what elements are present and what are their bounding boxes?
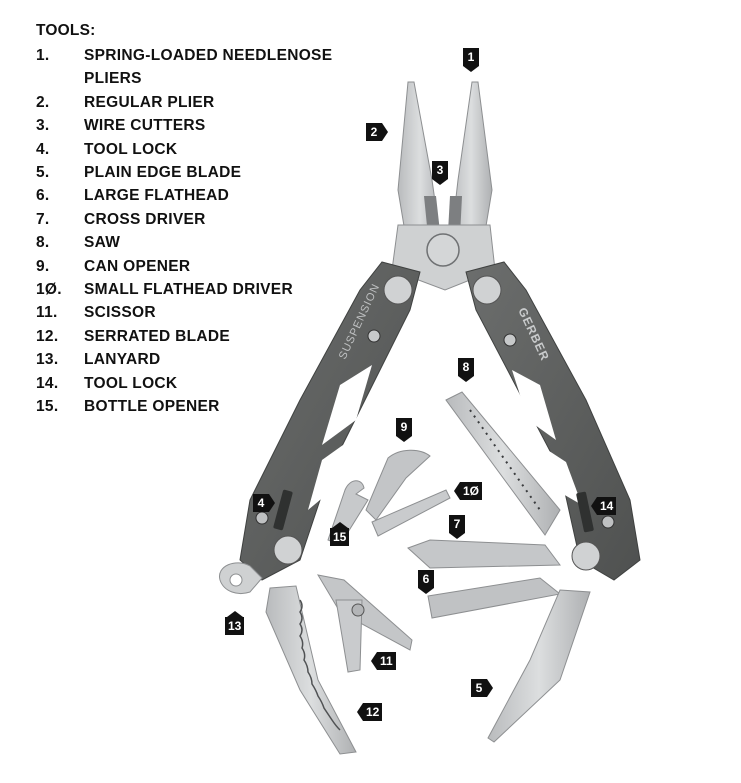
legend-number: 13.	[36, 351, 59, 369]
left-handle-screw	[383, 275, 413, 305]
legend-label: TOOL LOCK	[84, 140, 178, 158]
legend-item: 9. CAN OPENER	[36, 255, 344, 278]
right-bottom-pivot	[571, 541, 601, 571]
scissor-blade-1	[317, 574, 413, 651]
callout-10: 1Ø	[453, 482, 483, 500]
legend-item: 1. SPRING-LOADED NEEDLENOSE PLIERS	[36, 44, 344, 91]
tools-legend: TOOLS: 1. SPRING-LOADED NEEDLENOSE PLIERS…	[36, 22, 344, 419]
callout-5: 5	[471, 679, 493, 697]
legend-number: 12.	[36, 327, 59, 345]
serrated-edge	[299, 599, 341, 731]
legend-item: 11. SCISSOR	[36, 301, 344, 324]
callout-8: 8	[458, 358, 474, 382]
legend-list: 1. SPRING-LOADED NEEDLENOSE PLIERS 2. REGU…	[36, 44, 344, 419]
scissor-blade-2	[335, 599, 363, 673]
legend-item: 6. LARGE FLATHEAD	[36, 184, 344, 207]
legend-number: 6.	[36, 187, 50, 205]
left-handle-cutout-1	[322, 365, 372, 445]
left-lock-slider	[273, 489, 293, 531]
legend-title: TOOLS:	[36, 22, 96, 39]
legend-number: 11.	[36, 304, 58, 322]
legend-number: 7.	[36, 210, 50, 228]
legend-label: WIRE CUTTERS	[84, 117, 206, 135]
callout-6: 6	[418, 570, 434, 594]
legend-item: 13. LANYARD	[36, 348, 344, 371]
legend-label: LARGE FLATHEAD	[84, 187, 230, 205]
right-handle-small-screw	[503, 333, 517, 347]
callout-3: 3	[432, 161, 448, 185]
legend-number: 4.	[36, 140, 50, 158]
callout-12: 12	[356, 703, 383, 721]
legend-number: 5.	[36, 164, 50, 182]
legend-label: LANYARD	[84, 351, 161, 369]
callout-15: 15	[330, 522, 350, 546]
right-handle	[465, 261, 641, 581]
callout-4: 4	[253, 494, 275, 512]
legend-item: 3. WIRE CUTTERS	[36, 114, 344, 137]
legend-label: TOOL LOCK	[84, 374, 178, 392]
legend-number: 3.	[36, 117, 50, 135]
plain-edge-blade	[487, 589, 591, 743]
pivot-rivet	[426, 233, 460, 267]
callout-14: 14	[590, 497, 617, 515]
legend-item: 12. SERRATED BLADE	[36, 325, 344, 348]
large-flathead	[427, 577, 562, 619]
right-handle-cutout-1	[512, 370, 556, 440]
legend-number: 9.	[36, 257, 50, 275]
legend-label: CROSS DRIVER	[84, 210, 206, 228]
legend-item: 8. SAW	[36, 231, 344, 254]
legend-item: 14. TOOL LOCK	[36, 372, 344, 395]
cross-driver	[407, 539, 561, 569]
serrated-blade	[265, 585, 357, 755]
left-handle-small-screw	[367, 329, 381, 343]
left-handle-cutout-2	[308, 440, 350, 510]
left-bottom-pivot	[273, 535, 303, 565]
right-lock-button	[601, 515, 615, 529]
legend-label: REGULAR PLIER	[84, 93, 215, 111]
legend-label: SMALL FLATHEAD DRIVER	[84, 281, 293, 299]
legend-number: 8.	[36, 234, 50, 252]
small-flathead-driver	[371, 489, 451, 537]
saw-blade	[445, 391, 561, 536]
callout-1: 1	[463, 48, 479, 72]
right-handle-screw	[472, 275, 502, 305]
legend-item: 7. CROSS DRIVER	[36, 208, 344, 231]
legend-label: SERRATED BLADE	[84, 327, 231, 345]
legend-item: 4. TOOL LOCK	[36, 138, 344, 161]
legend-label: SPRING-LOADED NEEDLENOSE PLIERS	[84, 47, 333, 88]
legend-item: 15. BOTTLE OPENER	[36, 395, 344, 418]
callout-2: 2	[366, 123, 388, 141]
legend-number: 15.	[36, 398, 59, 416]
left-lock-button	[255, 511, 269, 525]
right-handle-cutout-2	[540, 445, 582, 505]
legend-label: CAN OPENER	[84, 257, 191, 275]
legend-item: 5. PLAIN EDGE BLADE	[36, 161, 344, 184]
callout-7: 7	[449, 515, 465, 539]
scissor-pivot	[351, 603, 365, 617]
legend-number: 14.	[36, 374, 59, 392]
legend-label: SCISSOR	[84, 304, 156, 322]
legend-number: 2.	[36, 93, 50, 111]
legend-number: 1Ø.	[36, 281, 62, 299]
callout-9: 9	[396, 418, 412, 442]
legend-item: 2. REGULAR PLIER	[36, 91, 344, 114]
can-opener	[365, 449, 431, 521]
callout-13: 13	[225, 611, 245, 635]
legend-item: 1Ø. SMALL FLATHEAD DRIVER	[36, 278, 344, 301]
callout-11: 11	[371, 652, 396, 670]
legend-number: 1.	[36, 47, 50, 64]
right-lock-slider	[576, 491, 594, 533]
legend-label: SAW	[84, 234, 121, 252]
legend-label: PLAIN EDGE BLADE	[84, 164, 242, 182]
legend-label: BOTTLE OPENER	[84, 398, 220, 416]
lanyard-hole	[229, 573, 243, 587]
